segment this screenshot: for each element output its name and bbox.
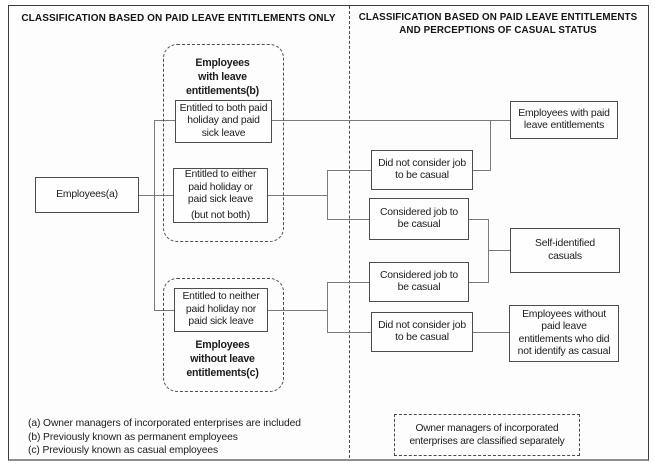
node-entitled-neither: Entitled to neither paid holiday nor pai… [174,288,268,332]
group-with-leave-label: Employees with leave entitlements(b) [186,57,259,97]
connector-entitled-either-to-split [268,195,328,196]
connector-join-up-vertical [490,120,491,171]
connector-to-selfid-box [488,250,510,251]
connector-trunk-vertical [154,120,155,311]
connector-split2-vertical [327,282,328,333]
connector-entitled-neither-to-split [268,310,328,311]
connector-trunk-to-entitled-neither [154,310,174,311]
connector-split2-to-considered-bottom [327,282,369,283]
footnote-c: (c) Previously known as casual employees [28,445,219,456]
node-employees-root: Employees(a) [35,177,139,213]
footnote-b: (b) Previously known as permanent employ… [28,431,238,443]
node-did-not-consider-bottom: Did not consider job to be casual [371,312,473,352]
owner-managers-note: Owner managers of incorporated enterpris… [394,414,580,456]
connector-trunk-to-entitled-both [154,120,175,121]
connector-considered-top-out [469,219,489,220]
connector-split2-to-didnot-bottom [327,332,371,333]
node-entitled-either-sub: (but not both) [190,209,250,221]
panel-divider-dashed-line [349,6,350,458]
footnote-a: (a) Owner managers of incorporated enter… [28,418,301,429]
node-employees-without-paid-leave: Employees without paid leave entitlement… [509,305,619,362]
node-did-not-consider-top: Did not consider job to be casual [371,150,473,190]
group-with-leave-entitlements [163,44,284,242]
connector-entitled-both-to-right [272,120,510,121]
connector-didnot-top-out [473,170,491,171]
footnotes: (a) Owner managers of incorporated enter… [28,417,301,458]
node-employees-with-paid-leave: Employees with paid leave entitlements [510,101,618,139]
connector-considered-bottom-out [469,282,489,283]
connector-split1-to-considered-top [327,219,369,220]
connector-didnot-bottom-to-right [473,332,509,333]
connector-split1-to-didnot-top [327,170,371,171]
node-entitled-either-main: Entitled to either paid holiday or paid … [184,169,257,205]
right-panel-header: CLASSIFICATION BASED ON PAID LEAVE ENTIT… [358,12,638,36]
group-without-leave-entitlements [163,278,284,392]
node-self-identified-casuals: Self-identified casuals [510,228,620,273]
connector-selfid-vertical [488,219,489,283]
node-entitled-both: Entitled to both paid holiday and paid s… [175,100,272,143]
connector-split1-vertical [327,170,328,220]
node-considered-bottom: Considered job to be casual [369,262,469,302]
node-considered-top: Considered job to be casual [369,198,469,240]
left-panel-header: CLASSIFICATION BASED ON PAID LEAVE ENTIT… [21,13,336,24]
connector-root-to-trunk [139,195,173,196]
node-entitled-either: Entitled to either paid holiday or paid … [173,168,268,223]
group-without-leave-label: Employees without leave entitlements(c) [186,339,259,379]
